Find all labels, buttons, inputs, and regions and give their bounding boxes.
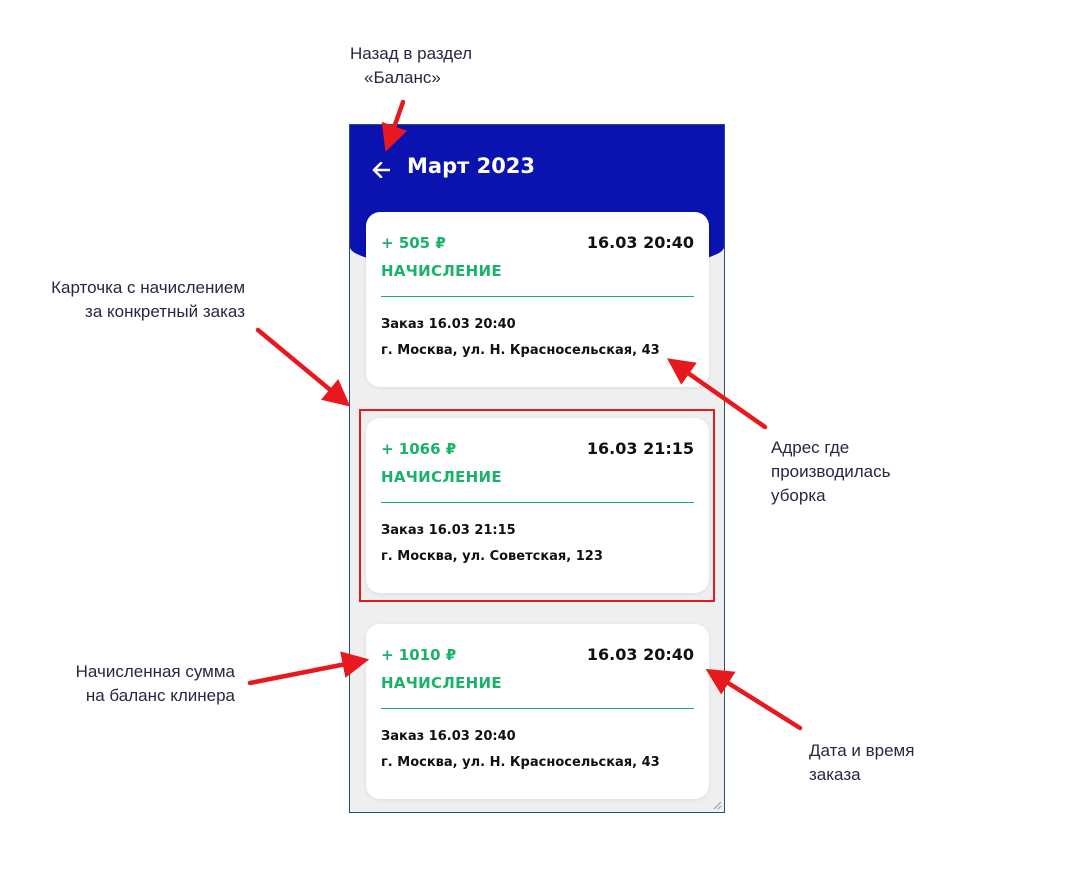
accrual-card[interactable]: + 1066 ₽ 16.03 21:15 НАЧИСЛЕНИЕ Заказ 16… [366,418,709,593]
arrow-left-icon [372,162,390,178]
annotation-address-line3: уборка [771,486,826,505]
annotation-datetime-line2: заказа [809,765,861,784]
order-address: г. Москва, ул. Советская, 123 [381,549,603,564]
accrual-type: НАЧИСЛЕНИЕ [381,262,502,280]
resize-grip-icon [713,801,722,810]
annotation-address-line2: производилась [771,462,891,481]
accrual-datetime: 16.03 20:40 [586,233,694,252]
order-info: Заказ 16.03 20:40 [381,317,516,332]
annotation-card: Карточка с начислением за конкретный зак… [40,276,245,324]
arrow-to-card [255,327,351,407]
arrow-to-back-button [381,99,408,152]
card-divider [381,296,694,297]
order-address: г. Москва, ул. Н. Красносельская, 43 [381,755,660,770]
annotation-address: Адрес где производилась уборка [771,436,931,508]
phone-screen: Март 2023 + 505 ₽ 16.03 20:40 НАЧИСЛЕНИЕ… [349,124,725,813]
card-divider [381,708,694,709]
accrual-card[interactable]: + 505 ₽ 16.03 20:40 НАЧИСЛЕНИЕ Заказ 16.… [366,212,709,387]
annotation-back-line2: «Баланс» [364,68,441,87]
annotation-amount-line1: Начисленная сумма [75,662,235,681]
annotation-amount: Начисленная сумма на баланс клинера [62,660,235,708]
accrual-datetime: 16.03 20:40 [586,645,694,664]
accrual-type: НАЧИСЛЕНИЕ [381,674,502,692]
arrow-to-address [666,358,768,430]
annotation-card-line2: за конкретный заказ [85,302,245,321]
accrual-datetime: 16.03 21:15 [586,439,694,458]
annotation-address-line1: Адрес где [771,438,850,457]
accrual-card[interactable]: + 1010 ₽ 16.03 20:40 НАЧИСЛЕНИЕ Заказ 16… [366,624,709,799]
accrual-amount: + 1066 ₽ [381,440,457,458]
annotation-datetime-line1: Дата и время [809,741,915,760]
page-title: Март 2023 [407,154,536,178]
card-divider [381,502,694,503]
arrow-to-datetime [705,668,803,731]
order-info: Заказ 16.03 20:40 [381,729,516,744]
accrual-amount: + 505 ₽ [381,234,446,252]
arrow-to-amount [247,651,370,686]
annotation-datetime: Дата и время заказа [809,739,949,787]
order-info: Заказ 16.03 21:15 [381,523,516,538]
back-button[interactable] [370,159,392,181]
highlight-frame [359,409,715,602]
annotation-card-line1: Карточка с начислением [51,278,245,297]
annotation-back: Назад в раздел «Баланс» [346,42,476,90]
annotation-amount-line2: на баланс клинера [85,686,235,705]
accrual-type: НАЧИСЛЕНИЕ [381,468,502,486]
accrual-amount: + 1010 ₽ [381,646,457,664]
annotation-back-line1: Назад в раздел [349,44,473,63]
order-address: г. Москва, ул. Н. Красносельская, 43 [381,343,660,358]
